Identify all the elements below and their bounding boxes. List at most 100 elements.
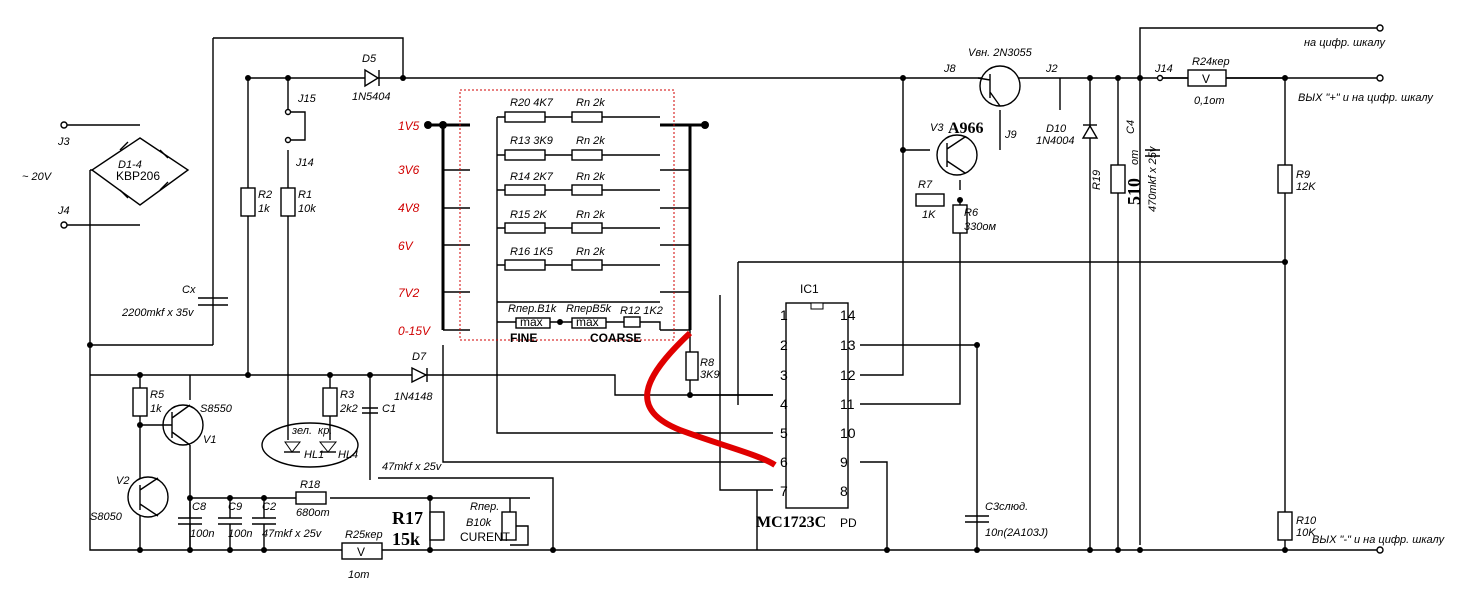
hl4-type: кр. bbox=[318, 425, 332, 437]
resistor-r3 bbox=[322, 387, 338, 417]
out-plus-label: ВЫХ "+" и на цифр. шкалу bbox=[1298, 92, 1434, 104]
switch-row-4[interactable]: R15 2K Rn 2k bbox=[504, 209, 605, 234]
bridge-name: D1-4 bbox=[118, 159, 142, 171]
d5-name: D5 bbox=[362, 53, 377, 65]
pin-8: 8 bbox=[840, 483, 848, 499]
c9-name: C9 bbox=[228, 501, 242, 513]
terminal-out-plus[interactable] bbox=[1376, 74, 1384, 82]
r1-value: 10k bbox=[298, 203, 316, 215]
jumper-j14b[interactable] bbox=[1156, 74, 1164, 82]
row3-rn: Rn 2k bbox=[576, 171, 605, 183]
terminal-out-top[interactable] bbox=[1376, 24, 1384, 32]
r6-name: R6 bbox=[964, 207, 979, 219]
r19-unit: om bbox=[1129, 150, 1141, 165]
cx-value: 2200mkf x 35v bbox=[121, 307, 195, 319]
c8-name: C8 bbox=[192, 501, 207, 513]
resistor-r25 bbox=[341, 542, 383, 560]
pin-6: 6 bbox=[780, 454, 788, 470]
ven-label: Vвн. 2N3055 bbox=[968, 47, 1033, 59]
d10-name: D10 bbox=[1046, 123, 1067, 135]
resistor-r5 bbox=[132, 387, 148, 417]
row4-r: R15 2K bbox=[510, 209, 547, 221]
row5-r: R16 1K5 bbox=[510, 246, 554, 258]
hl4-name: HL4 bbox=[338, 449, 358, 461]
transistor-v2 bbox=[127, 476, 169, 518]
pin-13: 13 bbox=[840, 337, 856, 353]
led-group bbox=[261, 422, 359, 468]
rper-value: B10k bbox=[466, 517, 492, 529]
ic1: IC1 MC1723C PD 1 2 3 4 5 6 7 14 13 12 11… bbox=[756, 282, 857, 531]
terminal-out-minus[interactable] bbox=[1376, 546, 1384, 554]
resistor-r24 bbox=[1187, 69, 1227, 87]
resistor-r17 bbox=[429, 511, 445, 541]
v3-part: A966 bbox=[948, 120, 984, 137]
row1-r: R20 4K7 bbox=[510, 97, 554, 109]
jumper-j15[interactable] bbox=[284, 108, 292, 116]
junction-dots bbox=[87, 75, 1288, 553]
r10-name: R10 bbox=[1296, 515, 1317, 527]
led-hl1 bbox=[284, 441, 302, 453]
pin-3: 3 bbox=[780, 367, 788, 383]
resistor-r10 bbox=[1277, 511, 1293, 541]
c4-value: 470mkf x 25v bbox=[1147, 145, 1159, 212]
r25-name: R25кер bbox=[345, 529, 383, 541]
c2-name: C2 bbox=[262, 501, 276, 513]
diode-d5 bbox=[364, 68, 380, 88]
bridge-part: KBP206 bbox=[116, 169, 160, 183]
r5-value: 1k bbox=[150, 403, 162, 415]
ic-part: MC1723C bbox=[756, 514, 826, 531]
rfine-label: Rпер.B1k bbox=[508, 303, 557, 315]
highlight-curve bbox=[644, 330, 777, 468]
transistor-v3 bbox=[936, 134, 978, 176]
c1-name: C1 bbox=[382, 403, 396, 415]
switch-row-3[interactable]: R14 2K7 Rn 2k bbox=[504, 171, 605, 196]
row2-rn: Rn 2k bbox=[576, 135, 605, 147]
r24-meter: V bbox=[1202, 72, 1210, 86]
pin-9: 9 bbox=[840, 454, 848, 470]
c1-value: 47mkf x 25v bbox=[382, 461, 443, 473]
pin-11: 11 bbox=[840, 396, 855, 412]
resistor-r6 bbox=[952, 204, 968, 234]
level-4: 6V bbox=[398, 239, 414, 253]
ic-name: IC1 bbox=[800, 282, 819, 296]
j14a-label: J14 bbox=[295, 157, 314, 169]
c8-value: 100n bbox=[190, 528, 214, 540]
r19-name: R19 bbox=[1091, 170, 1103, 190]
pin-12: 12 bbox=[840, 367, 856, 383]
r8-value: 3K9 bbox=[700, 369, 720, 381]
pin-4: 4 bbox=[780, 396, 788, 412]
r2-value: 1k bbox=[258, 203, 270, 215]
switch-row-1[interactable]: R20 4K7 Rn 2k bbox=[504, 97, 605, 123]
terminal-j3[interactable] bbox=[60, 121, 68, 129]
switch-row-6[interactable]: Rпер.B1k RперB5k R12 1K2 FINE COARSE max… bbox=[508, 303, 663, 345]
wires bbox=[89, 27, 1380, 551]
max-label-1: max bbox=[520, 315, 543, 329]
pin-10: 10 bbox=[840, 425, 856, 441]
c4-name: C4 bbox=[1125, 120, 1137, 134]
fine-label: FINE bbox=[510, 331, 537, 345]
r7-name: R7 bbox=[918, 179, 933, 191]
j8-label: J8 bbox=[943, 63, 957, 75]
resistor-r8 bbox=[685, 351, 699, 381]
j14b-label: J14 bbox=[1154, 63, 1173, 75]
jumper-j14a[interactable] bbox=[284, 136, 292, 144]
c3-value: 10n(2A103J) bbox=[985, 527, 1048, 539]
switch-row-5[interactable]: R16 1K5 Rn 2k bbox=[504, 246, 605, 271]
r24-name: R24кер bbox=[1192, 56, 1230, 68]
r18-value: 680om bbox=[296, 507, 330, 519]
transistor-ven bbox=[979, 65, 1021, 107]
terminal-j4[interactable] bbox=[60, 221, 68, 229]
resistor-r9 bbox=[1277, 164, 1293, 194]
resistor-r7 bbox=[915, 193, 945, 207]
level-3: 4V8 bbox=[398, 201, 420, 215]
c3-name: C3слюд. bbox=[985, 501, 1028, 513]
r3-name: R3 bbox=[340, 389, 355, 401]
v3-name: V3 bbox=[930, 122, 944, 134]
r24-value: 0,1om bbox=[1194, 95, 1225, 107]
level-6: 0-15V bbox=[398, 324, 431, 338]
bridge-rectifier: D1-4 KBP206 bbox=[90, 137, 190, 206]
switch-row-2[interactable]: R13 3K9 Rn 2k bbox=[504, 135, 605, 161]
hl1-type: зел. bbox=[291, 425, 312, 437]
